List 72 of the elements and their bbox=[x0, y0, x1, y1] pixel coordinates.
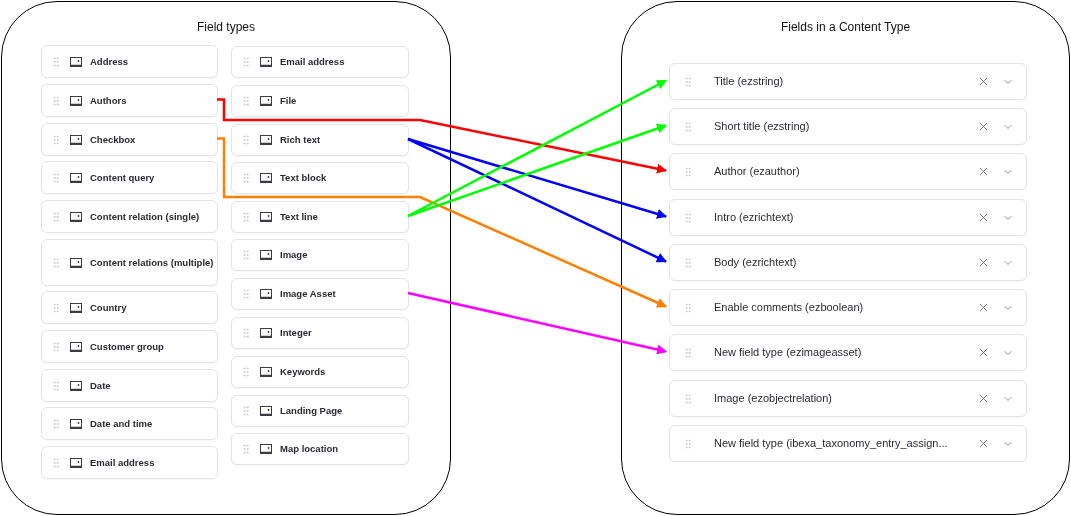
field-label: Content relations (multiple) bbox=[90, 256, 214, 269]
field-label: Image bbox=[280, 249, 308, 261]
field-label: Rich text bbox=[280, 134, 321, 146]
field-label: Country bbox=[90, 301, 127, 314]
panel bbox=[621, 1, 1070, 515]
field-card bbox=[231, 201, 409, 233]
field-card bbox=[41, 446, 218, 479]
field-label: Checkbox bbox=[90, 133, 136, 146]
field-label: Email address bbox=[280, 56, 345, 68]
field-label: Short title (ezstring) bbox=[714, 119, 810, 135]
field-card bbox=[41, 45, 218, 78]
arrow bbox=[217, 98, 667, 174]
field-card bbox=[231, 124, 409, 156]
field-card bbox=[41, 200, 218, 233]
panel-title: Field types bbox=[196, 19, 256, 36]
field-card bbox=[231, 317, 409, 349]
field-label: New field type (ezimageasset) bbox=[714, 345, 862, 361]
field-label: Image (ezobjectrelation) bbox=[714, 391, 832, 407]
field-card bbox=[669, 153, 1027, 190]
field-label: Authors bbox=[90, 94, 127, 107]
field-card bbox=[41, 84, 218, 117]
field-label: Image Asset bbox=[280, 288, 336, 300]
field-label: Map location bbox=[280, 443, 339, 455]
field-label: Customer group bbox=[90, 340, 164, 353]
field-label: Address bbox=[90, 55, 128, 68]
field-card bbox=[41, 330, 218, 363]
panel-title: Fields in a Content Type bbox=[779, 19, 912, 36]
field-card bbox=[231, 162, 409, 194]
field-label: Content relation (single) bbox=[90, 210, 200, 223]
field-label: Enable comments (ezboolean) bbox=[714, 300, 864, 316]
field-card bbox=[41, 407, 218, 440]
field-label: Date bbox=[90, 379, 111, 392]
field-label: Text block bbox=[280, 172, 327, 184]
field-label: Keywords bbox=[280, 366, 326, 378]
field-label: Title (ezstring) bbox=[714, 74, 784, 90]
field-label: Intro (ezrichtext) bbox=[714, 210, 794, 226]
field-card bbox=[231, 278, 409, 310]
arrow bbox=[407, 291, 667, 355]
field-label: New field type (ibexa_taxonomy_entry_assign... bbox=[714, 436, 948, 452]
panel bbox=[1, 1, 451, 515]
field-card bbox=[231, 46, 409, 78]
arrow bbox=[407, 137, 667, 263]
field-label: Text line bbox=[280, 211, 318, 223]
field-label: Date and time bbox=[90, 417, 153, 430]
field-card bbox=[669, 199, 1027, 236]
field-card bbox=[669, 380, 1027, 417]
arrow bbox=[407, 123, 667, 218]
arrow bbox=[407, 137, 667, 219]
field-card bbox=[41, 123, 218, 156]
field-card bbox=[231, 433, 409, 465]
field-card bbox=[231, 85, 409, 117]
field-card bbox=[41, 161, 218, 194]
field-label: Integer bbox=[280, 327, 312, 339]
field-card bbox=[41, 369, 218, 402]
field-label: Content query bbox=[90, 171, 155, 184]
field-card bbox=[669, 289, 1027, 326]
field-card bbox=[669, 334, 1027, 371]
field-card bbox=[41, 291, 218, 324]
field-card bbox=[669, 425, 1027, 462]
field-card bbox=[231, 239, 409, 271]
field-card bbox=[669, 244, 1027, 281]
field-label: File bbox=[280, 95, 297, 107]
field-card bbox=[669, 108, 1027, 145]
field-card bbox=[41, 239, 218, 286]
field-card bbox=[231, 395, 409, 427]
arrow bbox=[217, 137, 667, 308]
field-card bbox=[231, 356, 409, 388]
field-label: Landing Page bbox=[280, 405, 343, 417]
field-label: Email address bbox=[90, 456, 155, 469]
field-label: Author (ezauthor) bbox=[714, 164, 800, 180]
field-label: Body (ezrichtext) bbox=[714, 255, 797, 271]
field-card bbox=[669, 63, 1027, 100]
